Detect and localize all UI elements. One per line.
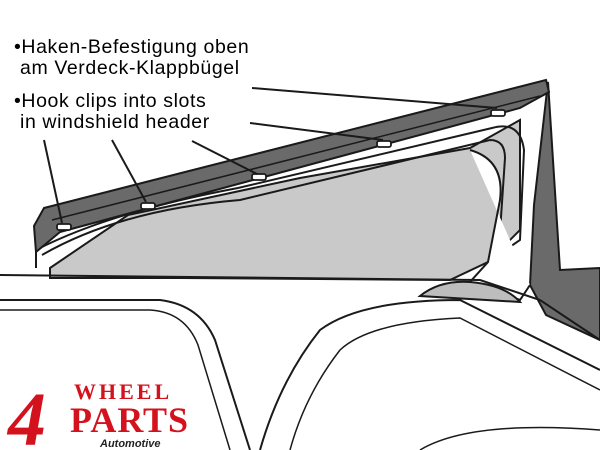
roof-bow-fabric	[528, 81, 600, 342]
body-roofline	[0, 274, 600, 341]
body-door-line	[0, 299, 251, 450]
caption-german: •Haken-Befestigung oben am Verdeck-Klapp…	[14, 37, 249, 79]
hook-clip-2	[140, 202, 156, 210]
window-frame-line	[41, 138, 507, 263]
window-frame-outer	[35, 125, 526, 268]
hook-clip-4	[376, 140, 392, 148]
caption-english: •Hook clips into slots in windshield hea…	[14, 91, 210, 133]
leader-line-5	[251, 87, 498, 109]
hook-clip-3	[251, 173, 267, 181]
hook-clips	[56, 109, 506, 231]
body-side-curve	[259, 298, 600, 450]
logo-tagline: Automotive	[99, 438, 161, 450]
hook-clip-5	[490, 109, 506, 117]
leader-line-2	[111, 139, 147, 203]
body-lower-line	[419, 426, 600, 450]
leader-line-3	[191, 140, 258, 175]
body-side-curve-2	[289, 317, 600, 450]
leader-line-1	[43, 139, 63, 224]
logo-word-wheel: WHEEL	[74, 379, 172, 404]
leader-line-4	[249, 122, 384, 141]
logo-numeral: 4	[6, 378, 46, 450]
body-door-line-2	[0, 309, 231, 450]
brand-logo: 4 WHEEL PARTS Automotive	[6, 378, 189, 450]
caption-english-line1: •Hook clips into slots	[14, 90, 207, 112]
caption-german-line1: •Haken-Befestigung oben	[14, 36, 250, 58]
leader-lines	[43, 87, 498, 224]
logo-word-parts: PARTS	[70, 400, 189, 440]
windshield-header	[32, 78, 551, 255]
caption-german-line2: am Verdeck-Klappbügel	[14, 57, 240, 79]
pillar-base	[417, 280, 523, 304]
caption-english-line2: in windshield header	[14, 111, 210, 133]
header-inner-edge	[51, 95, 541, 221]
hook-clip-1	[56, 223, 72, 231]
roof-pillar	[468, 149, 531, 302]
